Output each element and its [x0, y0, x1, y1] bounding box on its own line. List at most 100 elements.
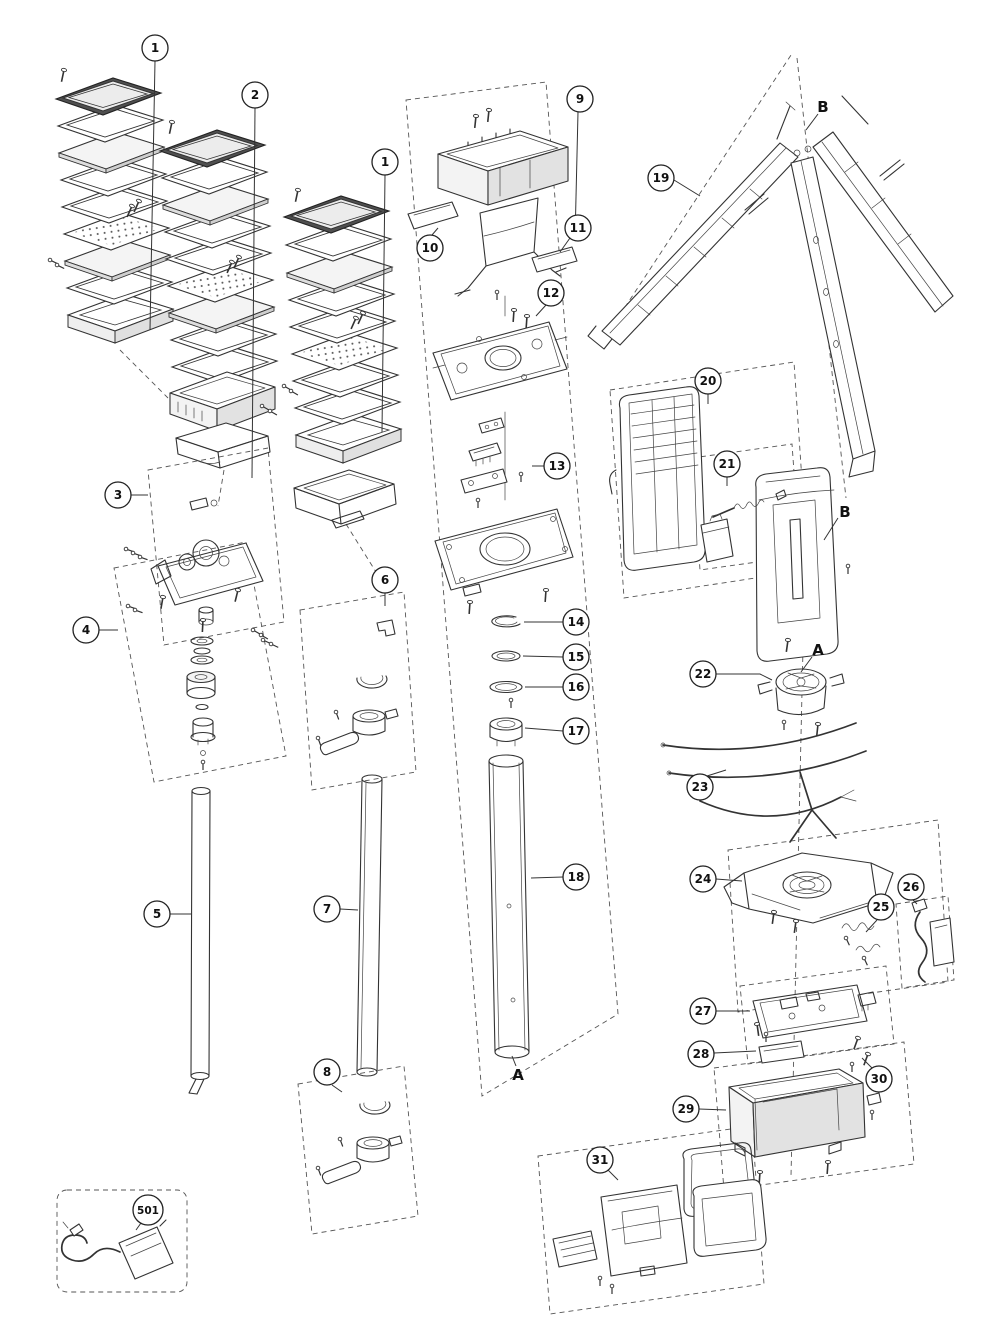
callout-number: 16: [568, 680, 585, 694]
leader-line: [805, 113, 819, 131]
chassis-pcb: [752, 984, 877, 1043]
callout-30[interactable]: 30: [865, 1065, 893, 1093]
callout-bubble[interactable]: [143, 900, 171, 928]
callout-number: 26: [903, 880, 920, 894]
callout-bubble[interactable]: [313, 895, 341, 923]
callout-1[interactable]: 1: [141, 34, 169, 62]
small-plate-11: [531, 246, 578, 273]
callout-4[interactable]: 4: [72, 616, 100, 644]
callout-bubble[interactable]: [694, 367, 722, 395]
callout-3[interactable]: 3: [104, 481, 132, 509]
spindle-parts: [125, 603, 280, 771]
callout-28[interactable]: 28: [687, 1040, 715, 1068]
leader-line: [698, 1108, 727, 1111]
section-letter-B: B: [839, 503, 850, 521]
callout-15[interactable]: 15: [562, 643, 590, 671]
callout-24[interactable]: 24: [689, 865, 717, 893]
callout-18[interactable]: 18: [562, 863, 590, 891]
callout-bubble[interactable]: [416, 234, 444, 262]
callout-31[interactable]: 31: [586, 1146, 614, 1174]
callout-14[interactable]: 14: [562, 608, 590, 636]
callout-number: 18: [568, 870, 585, 884]
callout-bubble[interactable]: [562, 608, 590, 636]
callout-number: 24: [695, 872, 712, 886]
callout-13[interactable]: 13: [543, 452, 571, 480]
callout-number: 19: [653, 171, 670, 185]
section-letter-A: A: [812, 641, 824, 659]
callout-10[interactable]: 10: [416, 234, 444, 262]
callout-bubble[interactable]: [672, 1095, 700, 1123]
callout-bubble[interactable]: [686, 773, 714, 801]
callout-bubble[interactable]: [566, 85, 594, 113]
callout-bubble[interactable]: [371, 566, 399, 594]
callout-bubble[interactable]: [104, 481, 132, 509]
screws-30: [849, 1034, 872, 1073]
callout-bubble[interactable]: [537, 279, 565, 307]
callout-bubble[interactable]: [371, 148, 399, 176]
callout-23[interactable]: 23: [686, 773, 714, 801]
label-part: [758, 1040, 805, 1064]
callout-27[interactable]: 27: [689, 997, 717, 1025]
callout-17[interactable]: 17: [562, 717, 590, 745]
callout-25[interactable]: 25: [867, 893, 895, 921]
callout-number: 11: [570, 221, 587, 235]
callout-bubble[interactable]: [689, 997, 717, 1025]
callout-bubble[interactable]: [713, 450, 741, 478]
callout-number: 1: [151, 41, 159, 55]
leader-line: [530, 876, 564, 879]
callout-16[interactable]: 16: [562, 673, 590, 701]
callout-8[interactable]: 8: [313, 1058, 341, 1086]
leader-line: [524, 727, 564, 732]
callout-26[interactable]: 26: [897, 873, 925, 901]
callout-bubble[interactable]: [865, 1065, 893, 1093]
pcb-parts: [460, 411, 524, 509]
clamp-upper: [315, 619, 399, 756]
callout-layer: 1219191011122021313641415161722232425265…: [72, 34, 925, 1231]
cable-part: [911, 898, 955, 983]
callout-bubble[interactable]: [562, 643, 590, 671]
callout-bubble[interactable]: [687, 1040, 715, 1068]
callout-bubble[interactable]: [132, 1194, 164, 1226]
callout-bubble[interactable]: [562, 863, 590, 891]
callout-501[interactable]: 501: [132, 1194, 164, 1226]
callout-12[interactable]: 12: [537, 279, 565, 307]
callout-bubble[interactable]: [72, 616, 100, 644]
callout-20[interactable]: 20: [694, 367, 722, 395]
callout-bubble[interactable]: [562, 717, 590, 745]
lower-plate: [434, 508, 574, 615]
callout-bubble[interactable]: [241, 81, 269, 109]
callout-bubble[interactable]: [647, 164, 675, 192]
callout-number: 2: [251, 88, 259, 102]
callout-2[interactable]: 2: [241, 81, 269, 109]
callout-bubble[interactable]: [867, 893, 895, 921]
charger: [60, 1213, 174, 1280]
callout-number: 501: [137, 1205, 159, 1217]
callout-number: 31: [592, 1153, 609, 1167]
callout-bubble[interactable]: [897, 873, 925, 901]
callout-bubble[interactable]: [564, 214, 592, 242]
callout-1[interactable]: 1: [371, 148, 399, 176]
callout-bubble[interactable]: [586, 1146, 614, 1174]
leader-line: [339, 908, 359, 911]
callout-29[interactable]: 29: [672, 1095, 700, 1123]
callout-19[interactable]: 19: [647, 164, 675, 192]
callout-number: 25: [873, 900, 890, 914]
upper-plate: [432, 307, 568, 401]
callout-bubble[interactable]: [543, 452, 571, 480]
callout-bubble[interactable]: [689, 660, 717, 688]
callout-5[interactable]: 5: [143, 900, 171, 928]
callout-bubble[interactable]: [689, 865, 717, 893]
callout-11[interactable]: 11: [564, 214, 592, 242]
callout-bubble[interactable]: [141, 34, 169, 62]
callout-6[interactable]: 6: [371, 566, 399, 594]
callout-number: 27: [695, 1004, 712, 1018]
callout-7[interactable]: 7: [313, 895, 341, 923]
callout-21[interactable]: 21: [713, 450, 741, 478]
leader-line: [800, 656, 813, 673]
callout-22[interactable]: 22: [689, 660, 717, 688]
callout-bubble[interactable]: [562, 673, 590, 701]
battery-kit: [700, 489, 787, 563]
callout-number: 12: [543, 286, 560, 300]
callout-bubble[interactable]: [313, 1058, 341, 1086]
callout-9[interactable]: 9: [566, 85, 594, 113]
